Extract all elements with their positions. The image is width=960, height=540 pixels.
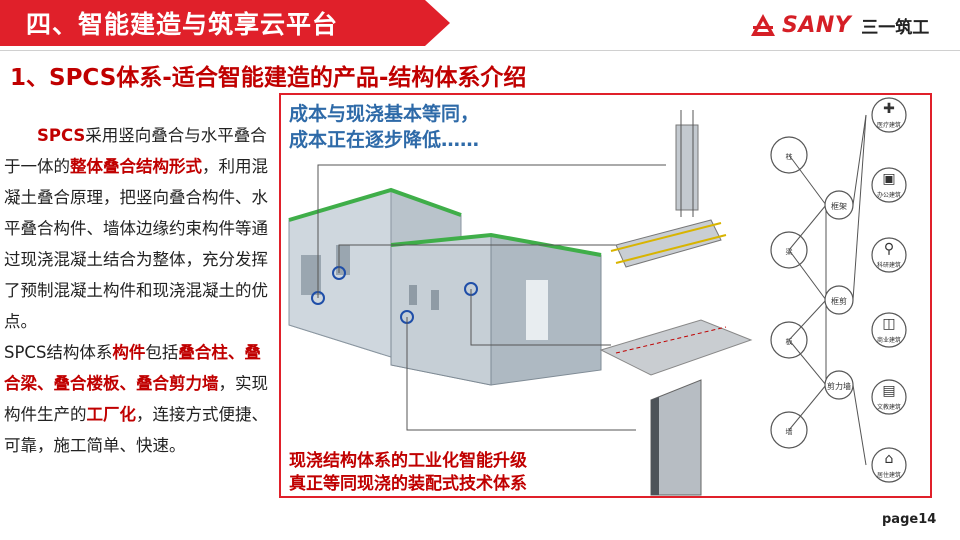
slab-thumbnail [599, 319, 753, 376]
component-node-label: 柱 [786, 152, 793, 161]
building-node: ✚ 医疗建筑 [871, 97, 907, 133]
body-text: SPCS采用竖向叠合与水平叠合于一体的整体叠合结构形式，利用混凝土叠合原理，把竖… [4, 120, 276, 461]
component-node-label: 板 [786, 337, 793, 346]
wall-thumbnail [650, 379, 702, 496]
p2-seg-5: 工厂化 [86, 405, 137, 424]
paragraph-intro: SPCS采用竖向叠合与水平叠合于一体的整体叠合结构形式，利用混凝土叠合原理，把竖… [4, 120, 276, 337]
building-node: ▤ 文教建筑 [871, 379, 907, 415]
brand-name: SANY [782, 12, 852, 38]
section-banner [0, 0, 450, 46]
building-node: ▣ 办公建筑 [871, 167, 907, 203]
brand-name-cn: 三一筑工 [861, 17, 930, 38]
structure-system-figure: 柱梁板墙 框架框剪剪力墙 ✚ 医疗建筑 ▣ 办公建筑 ⚲ 科研建筑 ◫ 商业建筑 ▤ 文教建筑 ⌂ 居… [279, 93, 932, 498]
p1-seg-1: 采用竖向叠合与水平叠合于一体的 [4, 126, 267, 176]
building-node-icon: ⌂ [885, 451, 894, 467]
building-nodes: ✚ 医疗建筑 ▣ 办公建筑 ⚲ 科研建筑 ◫ 商业建筑 ▤ 文教建筑 ⌂ 居住建筑 [871, 97, 907, 483]
building-node-icon: ◫ [882, 316, 895, 332]
building-node-icon: ✚ [883, 101, 895, 117]
building-node-label: 居住建筑 [877, 471, 901, 479]
component-node-label: 梁 [786, 247, 793, 256]
cost-caption: 成本与现浇基本等同， 成本正在逐步降低…… [289, 101, 479, 153]
upgrade-caption-line1: 现浇结构体系的工业化智能升级 [289, 451, 527, 471]
building-node-label: 科研建筑 [877, 261, 901, 269]
system-node: 剪力墙 [824, 370, 854, 400]
building-node: ◫ 商业建筑 [871, 312, 907, 348]
p2-seg-1: 构件 [112, 343, 146, 362]
building-node-label: 办公建筑 [877, 191, 901, 199]
building-node: ⌂ 居住建筑 [871, 447, 907, 483]
p1-seg-3: ，利用混凝土叠合原理，把竖向叠合构件、水平叠合构件、墙体边缘约束构件等通过现浇混… [4, 157, 268, 331]
system-node-label: 框架 [831, 201, 847, 211]
column-thumbnail [675, 110, 699, 217]
system-node-label: 剪力墙 [827, 381, 851, 391]
building-node-label: 文教建筑 [877, 403, 901, 411]
upgrade-caption-line2: 真正等同现浇的装配式技术体系 [289, 474, 527, 494]
building-model-image [288, 187, 602, 386]
p2-seg-2: 包括 [145, 343, 179, 362]
cost-caption-line2: 成本正在逐步降低…… [289, 129, 480, 151]
brand-logo: SANY 三一筑工 [750, 10, 929, 40]
page-number: page14 [882, 512, 937, 527]
p2-seg-0: SPCS结构体系 [4, 343, 113, 362]
p2-seg-4: ，实现构件生产的 [4, 374, 268, 424]
sany-emblem-icon [751, 14, 775, 36]
section-title: 四、智能建造与筑享云平台 [26, 10, 339, 39]
header-divider [0, 50, 960, 51]
beam-thumbnail [610, 219, 727, 268]
building-node-icon: ▤ [882, 383, 895, 399]
p2-seg-6: ，连接方式便捷、可靠，施工简单、快速。 [4, 405, 268, 455]
component-node-label: 墙 [786, 427, 793, 436]
upgrade-caption: 现浇结构体系的工业化智能升级 真正等同现浇的装配式技术体系 [289, 450, 527, 496]
building-node-icon: ⚲ [884, 241, 894, 257]
p1-seg-2: 整体叠合结构形式 [70, 157, 202, 176]
p1-seg-0: SPCS [37, 126, 86, 145]
p2-seg-3: 叠合柱、叠合梁、叠合楼板、叠合剪力墙 [4, 343, 261, 393]
system-node: 框剪 [824, 285, 854, 315]
paragraph-components: SPCS结构体系构件包括叠合柱、叠合梁、叠合楼板、叠合剪力墙，实现构件生产的工厂… [4, 337, 276, 461]
cost-caption-line1: 成本与现浇基本等同， [289, 103, 480, 125]
building-node-icon: ▣ [882, 171, 895, 187]
building-node-label: 医疗建筑 [877, 121, 901, 129]
slide-subtitle: 1、SPCS体系-适合智能建造的产品-结构体系介绍 [10, 65, 527, 91]
system-node-label: 框剪 [831, 296, 847, 306]
building-node: ⚲ 科研建筑 [871, 237, 907, 273]
building-node-label: 商业建筑 [877, 336, 901, 344]
system-node: 框架 [824, 190, 854, 220]
